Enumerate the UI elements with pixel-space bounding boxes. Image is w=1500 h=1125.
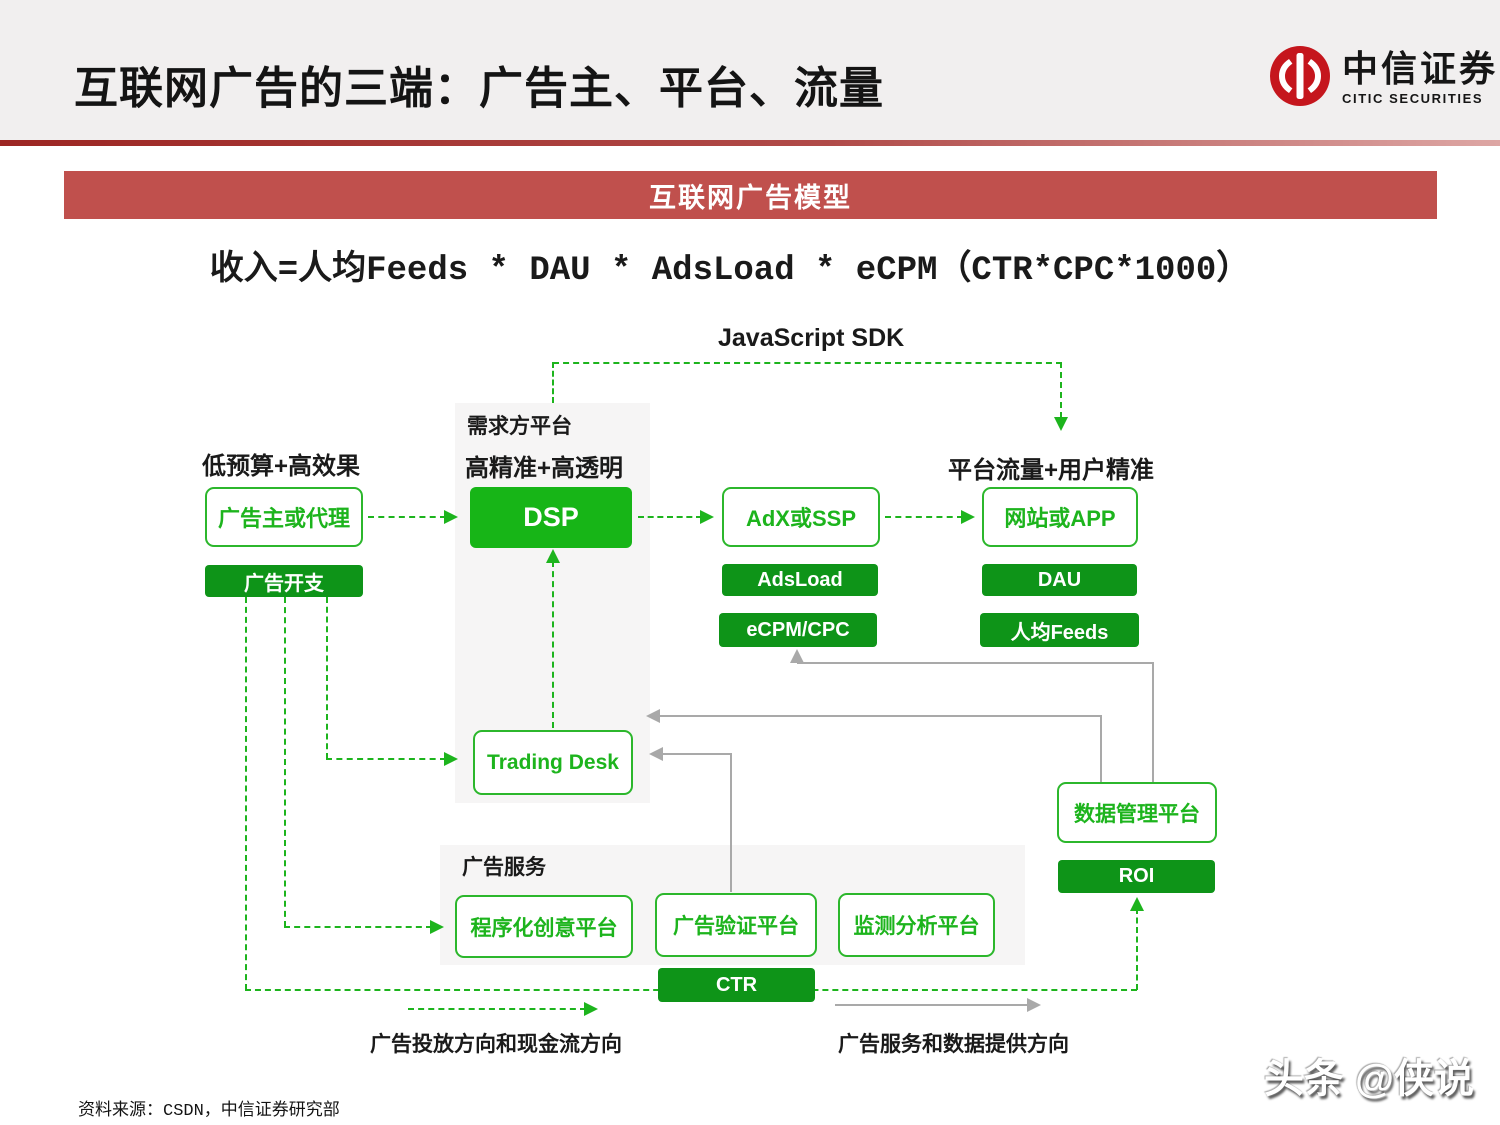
node-roi: ROI [1058,860,1215,893]
citic-logo-icon [1268,44,1332,113]
node-dsp: DSP [470,487,632,548]
arrowhead-right-icon [430,920,444,934]
arrowhead-up-icon [1130,897,1144,911]
node-creative-platform: 程序化创意平台 [455,895,633,958]
node-advertiser: 广告主或代理 [205,487,363,547]
connector-advertiser-dsp [368,516,446,518]
legend-ad-direction-label: 广告投放方向和现金流方向 [370,1033,622,1056]
connector-sdk-horizontal [553,362,1062,364]
connector-dmp-ecpm-horizontal [797,662,1153,664]
node-verification-platform: 广告验证平台 [655,893,817,957]
page-title: 互联网广告的三端：广告主、平台、流量 [74,64,884,113]
arrowhead-left-icon [646,709,660,723]
label-platform-traffic: 平台流量+用户精准 [948,457,1155,484]
label-ad-services: 广告服务 [462,856,546,879]
arrowhead-right-icon [961,510,975,524]
label-javascript-sdk: JavaScript SDK [718,324,905,352]
logo-text-cn: 中信证券 [1342,49,1499,89]
node-adsload: AdsLoad [722,564,878,596]
connector-verification-td-vertical [730,753,732,892]
source-note: 资料来源：CSDN，中信证券研究部 [78,1102,340,1121]
header-band [0,0,1500,140]
connector-dmp-ecpm-vertical [1152,662,1154,782]
connector-spend-tradingdesk [326,758,446,760]
arrowhead-right-icon [584,1002,598,1016]
node-ctr: CTR [658,968,815,1002]
legend-data-direction-label: 广告服务和数据提供方向 [838,1033,1069,1056]
node-monitoring-platform: 监测分析平台 [838,893,995,957]
arrowhead-right-icon [444,752,458,766]
node-ecpm-cpc: eCPM/CPC [719,613,877,647]
node-website-app: 网站或APP [982,487,1138,547]
arrowhead-up-icon [546,549,560,563]
connector-roi-up [1136,908,1138,990]
legend-data-direction-arrow [835,1004,1029,1006]
connector-verification-td-horizontal [660,753,732,755]
legend-ad-direction-arrow [408,1008,586,1010]
arrowhead-left-icon [649,747,663,761]
node-dmp: 数据管理平台 [1057,782,1217,843]
node-feeds-per-capita: 人均Feeds [980,613,1139,647]
arrowhead-right-icon [444,510,458,524]
connector-adx-website [885,516,963,518]
connector-dmp-panel-horizontal [657,715,1101,717]
connector-sdk-left [552,362,554,403]
connector-spend-down-2 [284,597,286,927]
citic-logo: 中信证券 CITIC SECURITIES [1268,44,1498,113]
label-demand-side-platform: 需求方平台 [467,415,572,438]
arrowhead-up-icon [790,649,804,663]
connector-spend-down-1 [245,597,247,990]
connector-spend-down-3 [326,597,328,759]
section-banner: 互联网广告模型 [64,171,1437,219]
header-divider [0,140,1500,146]
arrowhead-right-icon [700,510,714,524]
arrowhead-right-icon [1027,998,1041,1012]
revenue-formula: 收入=人均Feeds * DAU * AdsLoad * eCPM（CTR*CP… [209,252,1251,290]
label-low-budget: 低预算+高效果 [202,453,361,480]
connector-sdk-right [1060,362,1062,418]
connector-tradingdesk-dsp [552,561,554,728]
node-adx-ssp: AdX或SSP [722,487,880,547]
connector-dmp-panel-vertical [1100,715,1102,782]
watermark: 头条 @侠说 [1263,1057,1474,1101]
node-ad-spend: 广告开支 [205,565,363,597]
arrowhead-down-icon [1054,417,1068,431]
logo-text-en: CITIC SECURITIES [1342,91,1484,106]
connector-spend-creative [284,926,432,928]
connector-dsp-adx [638,516,702,518]
label-high-precision: 高精准+高透明 [465,455,624,482]
section-banner-title: 互联网广告模型 [649,182,852,213]
node-trading-desk: Trading Desk [473,730,633,795]
node-dau: DAU [982,564,1137,596]
